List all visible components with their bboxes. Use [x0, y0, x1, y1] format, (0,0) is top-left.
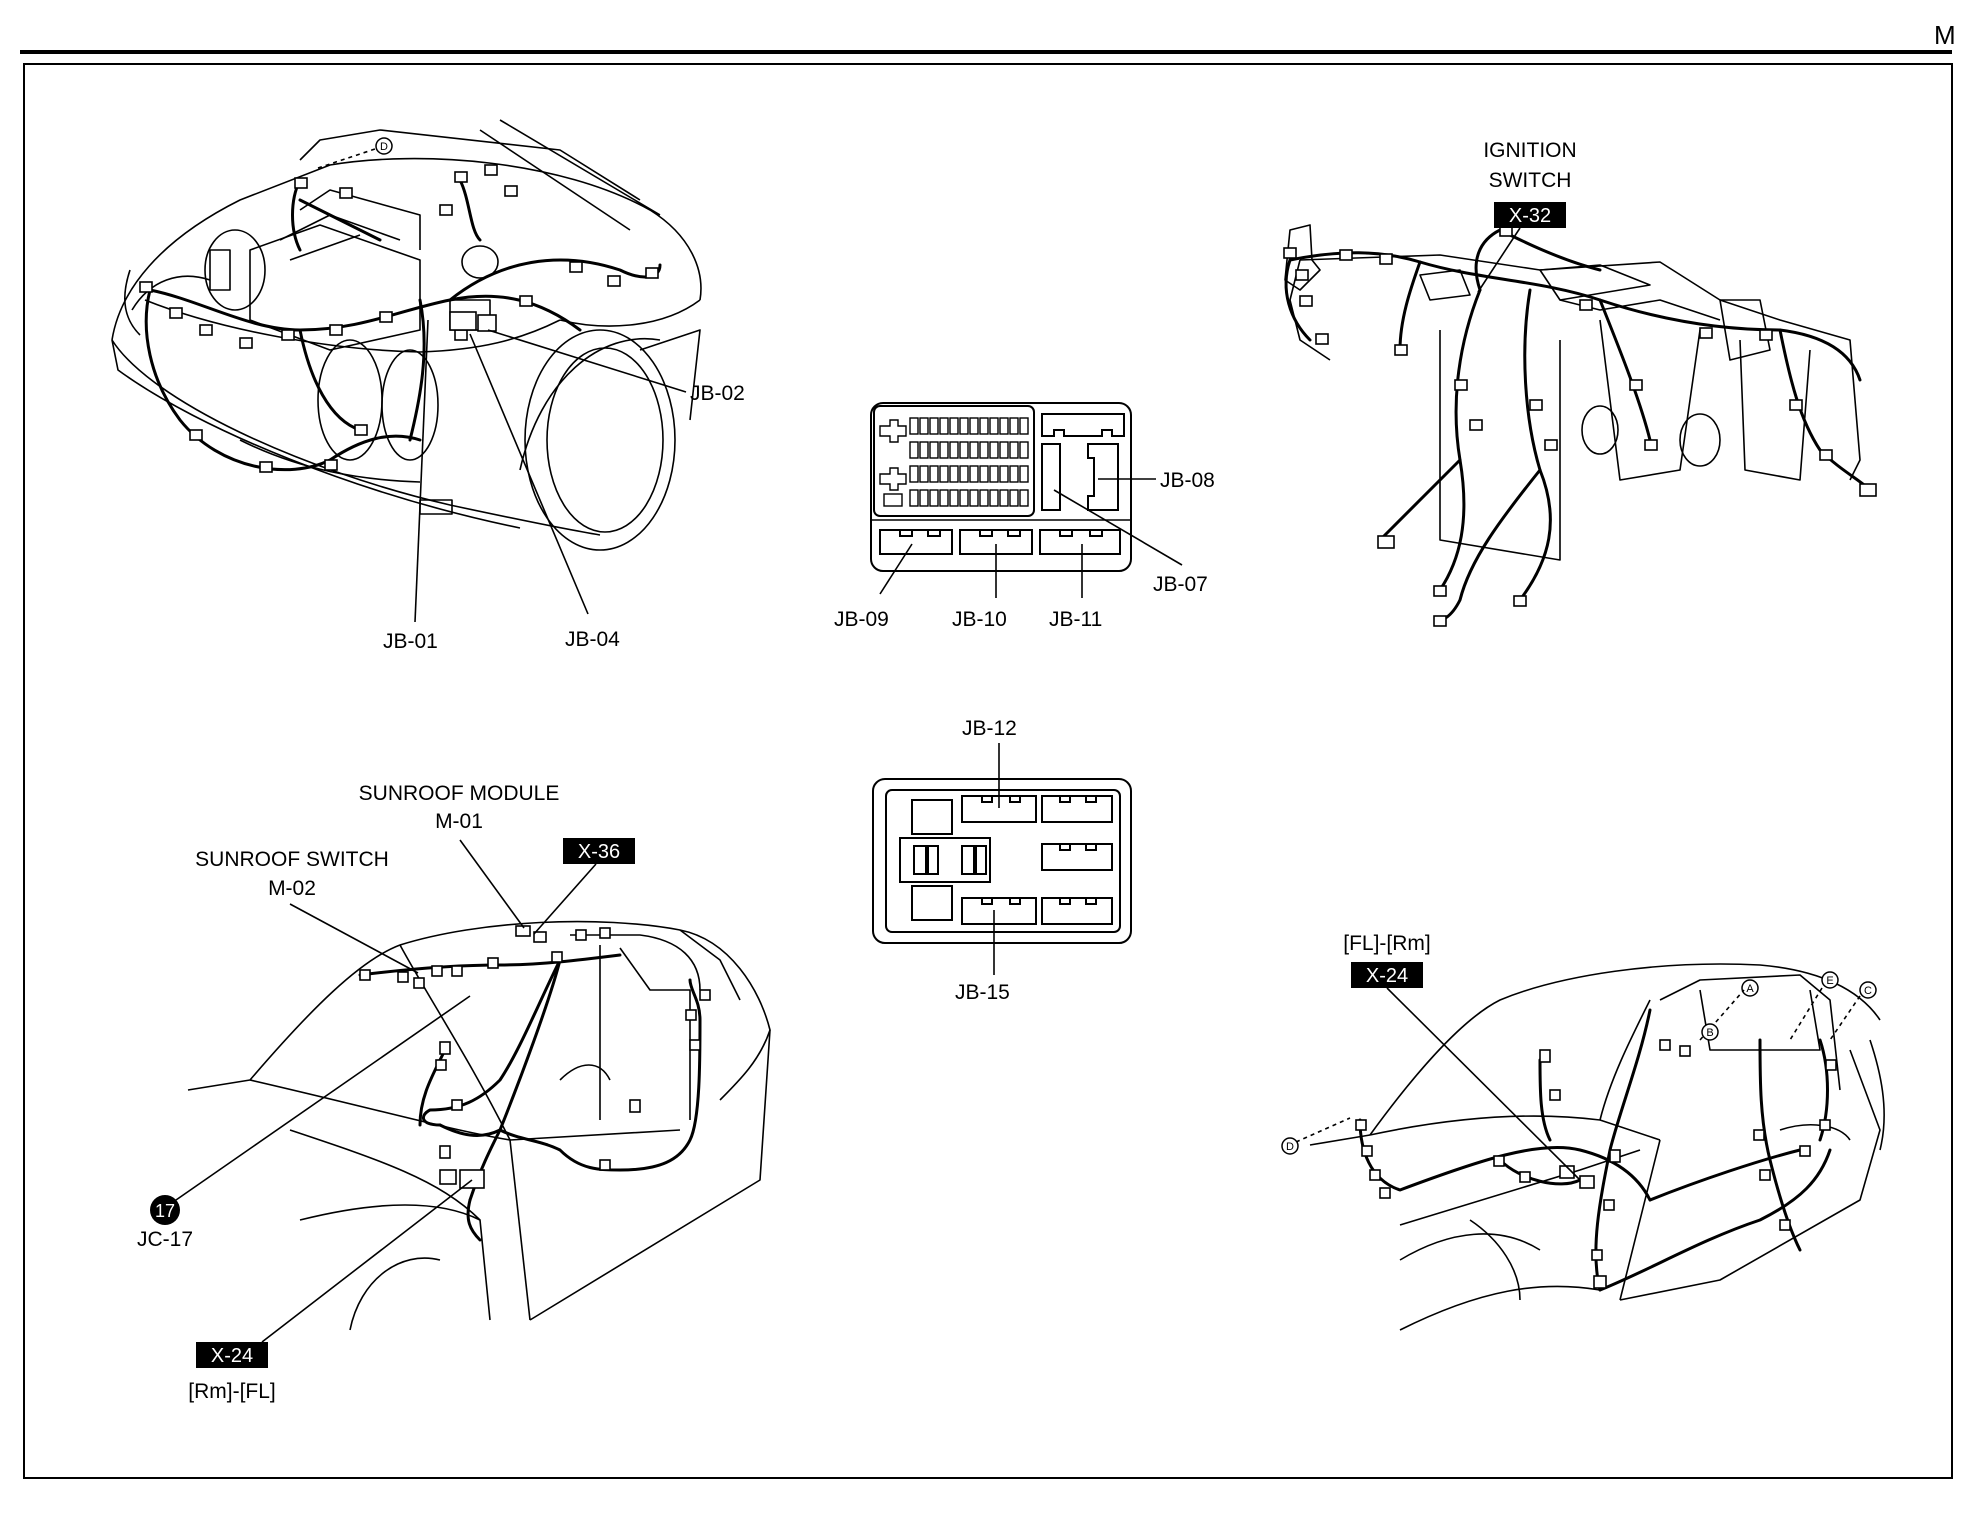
floor-marker-e: E	[1826, 975, 1833, 987]
tag-x-24-right-text: X-24	[1366, 965, 1408, 987]
joint-connector-17: 17	[150, 1195, 180, 1225]
sunroof-module-code: M-01	[435, 810, 483, 833]
joint-connector-label: JC-17	[137, 1228, 193, 1251]
label-jb-12: JB-12	[962, 717, 1017, 740]
joint-connector-number: 17	[155, 1201, 175, 1221]
label-jb-01: JB-01	[383, 630, 438, 653]
roof-connectors	[359, 925, 711, 1189]
ignition-switch-title-line2: SWITCH	[1489, 169, 1572, 192]
x24-left-caption: [Rm]-[FL]	[188, 1380, 276, 1403]
label-jb-11: JB-11	[1049, 608, 1102, 631]
engine-connectors	[139, 164, 659, 473]
ignition-switch-leader	[1477, 227, 1521, 293]
label-jb-07: JB-07	[1153, 573, 1208, 596]
relay-block-illustration	[872, 778, 1132, 944]
jb04-leader	[469, 333, 589, 615]
label-jb-09: JB-09	[834, 608, 889, 631]
label-jb-08: JB-08	[1160, 469, 1215, 492]
ignition-switch-title-line1: IGNITION	[1483, 139, 1576, 162]
tag-x-24-left-text: X-24	[211, 1345, 253, 1367]
tag-x-32: X-32	[1494, 202, 1566, 228]
jc17-leader	[175, 995, 471, 1201]
label-jb-02: JB-02	[690, 382, 745, 405]
diagram-frame	[23, 63, 1953, 1479]
sunroof-module-label: SUNROOF MODULE	[359, 782, 560, 805]
x24-left-leader	[261, 1179, 473, 1343]
floor-connectors	[1355, 1039, 1837, 1289]
label-jb-04: JB-04	[565, 628, 620, 651]
x36-leader	[533, 863, 597, 935]
instrument-panel-illustration	[1283, 224, 1877, 627]
jb07-leader	[1053, 489, 1183, 566]
tag-x-36-text: X-36	[578, 841, 620, 863]
sunroof-module-leader	[459, 839, 525, 929]
floor-marker-b: B	[1706, 1027, 1713, 1039]
tag-x-24-right: X-24	[1351, 962, 1423, 988]
page-marker: M	[1934, 20, 1956, 50]
jb09-leader	[879, 543, 913, 595]
floor-marker-a: A	[1746, 983, 1754, 995]
tag-x-32-text: X-32	[1509, 205, 1551, 227]
floor-marker-c: C	[1864, 985, 1872, 997]
tag-x-36: X-36	[563, 838, 635, 864]
marker-d-engine-letter: D	[380, 141, 388, 153]
sunroof-switch-label: SUNROOF SWITCH	[195, 848, 389, 871]
junction-block-illustration	[870, 402, 1132, 572]
tag-x-24-left: X-24	[196, 1342, 268, 1368]
roof-harness-illustration	[187, 920, 771, 1331]
sunroof-switch-code: M-02	[268, 877, 316, 900]
floor-marker-d: D	[1286, 1141, 1294, 1153]
sunroof-switch-leader	[289, 903, 419, 974]
label-jb-10: JB-10	[952, 608, 1007, 631]
label-jb-15: JB-15	[955, 981, 1010, 1004]
floor-markers: D A B E C	[1281, 971, 1877, 1155]
marker-d-engine: D	[317, 137, 393, 169]
jb02-leader	[487, 329, 687, 393]
x24-right-leader	[1386, 987, 1581, 1181]
panel-connectors	[1283, 225, 1877, 627]
jb01-leader	[414, 319, 429, 623]
floor-harness-caption: [FL]-[Rm]	[1343, 932, 1431, 955]
fuse-grid	[909, 417, 1029, 507]
floor-harness-illustration	[1309, 963, 1885, 1331]
engine-bay-illustration	[111, 119, 702, 551]
